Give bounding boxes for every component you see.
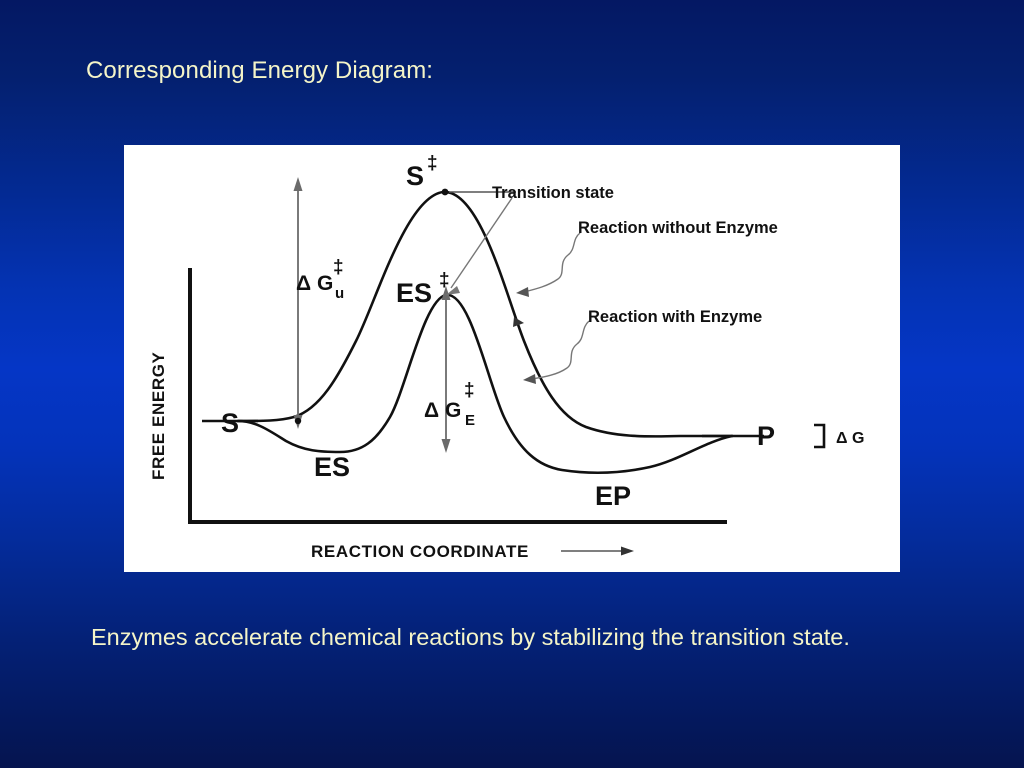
delta-g-enzyme-measure [441, 286, 451, 453]
transition-state-point [441, 188, 449, 196]
svg-text:u: u [335, 285, 344, 302]
delta-g-uncatalyzed-measure [293, 177, 303, 429]
svg-text:‡: ‡ [427, 153, 438, 174]
svg-text:G: G [317, 272, 333, 295]
label-delta-g-overall: Δ G [836, 430, 864, 447]
reaction-with-enzyme-leader [531, 320, 590, 380]
transition-state-diagonal-arrowhead [446, 286, 460, 295]
energy-diagram-figure: S S ‡ ES ES ‡ EP P Δ G ‡ u Δ G [124, 145, 900, 572]
svg-text:‡: ‡ [439, 270, 450, 291]
page-title: Corresponding Energy Diagram: [86, 57, 434, 84]
label-transition-state-cat: ES ‡ [396, 270, 450, 308]
transition-state-diagonal-leader [450, 197, 513, 289]
energy-diagram-svg: S S ‡ ES ES ‡ EP P Δ G ‡ u Δ G [149, 153, 864, 561]
curve-with-enzyme [236, 293, 734, 474]
svg-text:G: G [445, 399, 461, 422]
svg-text:S: S [406, 161, 424, 191]
label-delta-g-enzyme: Δ G ‡ E [424, 380, 475, 429]
label-transition-state-uncat: S ‡ [406, 153, 438, 191]
x-axis-label: REACTION COORDINATE [311, 542, 529, 561]
annotation-reaction-without-enzyme: Reaction without Enzyme [578, 219, 778, 237]
svg-text:‡: ‡ [333, 257, 344, 278]
reaction-with-enzyme-arrowhead [523, 374, 536, 384]
slide-caption: Enzymes accelerate chemical reactions by… [91, 624, 850, 650]
label-substrate: S [221, 408, 239, 438]
svg-text:ES: ES [396, 278, 432, 308]
annotation-reaction-with-enzyme: Reaction with Enzyme [588, 308, 762, 326]
y-axis-label: FREE ENERGY [149, 351, 168, 480]
annotation-transition-state: Transition state [492, 184, 614, 202]
svg-text:Δ: Δ [296, 272, 311, 295]
label-delta-g-uncatalyzed: Δ G ‡ u [296, 257, 344, 302]
svg-text:Δ: Δ [424, 399, 439, 422]
svg-text:‡: ‡ [464, 380, 475, 401]
reaction-without-enzyme-arrowhead [516, 287, 529, 297]
right-arrow-icon [561, 546, 634, 556]
label-ep-complex: EP [595, 481, 631, 511]
label-es-complex: ES [314, 452, 350, 482]
delta-g-overall-bracket [814, 423, 826, 449]
reaction-without-enzyme-leader [523, 232, 581, 293]
svg-text:E: E [465, 412, 475, 429]
catalyzed-curve-tick-arrow [513, 317, 524, 327]
label-product: P [757, 421, 775, 451]
substrate-point [294, 417, 302, 425]
